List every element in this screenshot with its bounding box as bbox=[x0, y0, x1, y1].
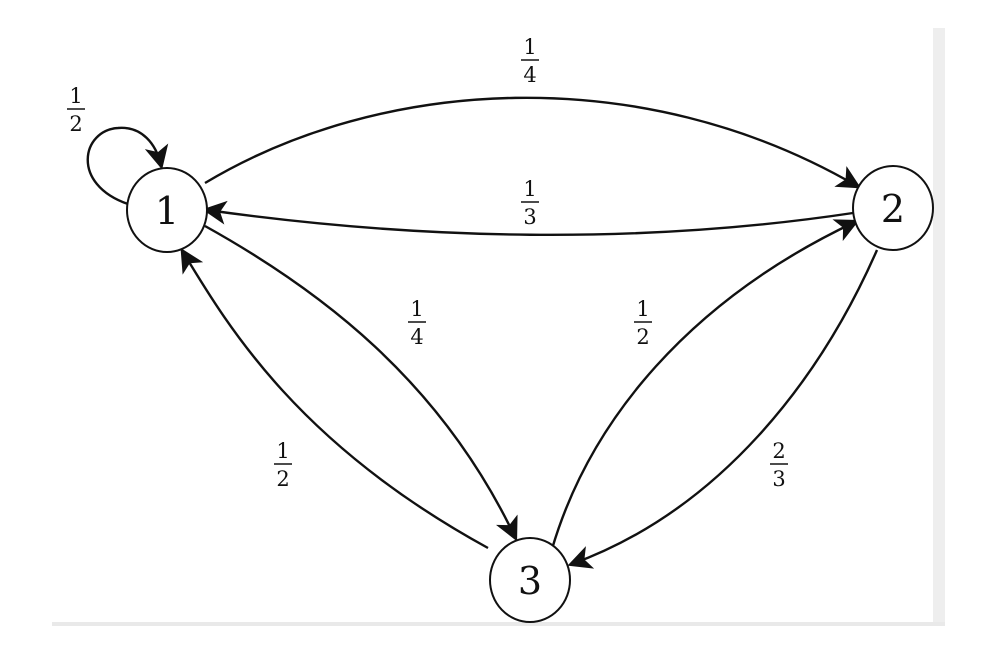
fraction-denominator: 3 bbox=[772, 467, 785, 491]
state-label-1: 1 bbox=[155, 189, 179, 233]
edge-2-to-3 bbox=[567, 249, 879, 569]
canvas-shadow-bottom bbox=[52, 622, 945, 626]
fraction-numerator: 1 bbox=[69, 84, 82, 108]
edge-1-to-3 bbox=[204, 224, 518, 542]
edge-1-to-1 bbox=[86, 126, 169, 206]
fraction-numerator: 2 bbox=[772, 439, 785, 463]
fraction-numerator: 1 bbox=[410, 297, 423, 321]
state-label-2: 2 bbox=[881, 187, 905, 231]
edge-3-to-2 bbox=[550, 219, 860, 550]
edge-2-to-1 bbox=[202, 200, 854, 237]
canvas-shadow-right bbox=[933, 28, 945, 624]
edge-3-to-1 bbox=[180, 247, 489, 550]
edge-label-2-to-3: 2 3 bbox=[770, 439, 788, 491]
edge-label-3-to-1: 1 2 bbox=[274, 439, 292, 491]
edge-label-2-to-1: 1 3 bbox=[521, 177, 539, 229]
fraction-denominator: 4 bbox=[523, 63, 536, 87]
fraction-numerator: 1 bbox=[523, 35, 536, 59]
state-node-3: 3 bbox=[489, 537, 571, 623]
edge-label-1-to-3: 1 4 bbox=[408, 297, 426, 349]
edge-labels: 1 2 1 4 1 3 1 4 1 2 bbox=[67, 35, 788, 491]
edge-label-3-to-2: 1 2 bbox=[634, 297, 652, 349]
fraction-denominator: 4 bbox=[410, 325, 423, 349]
fraction-numerator: 1 bbox=[276, 439, 289, 463]
fraction-denominator: 2 bbox=[69, 112, 82, 136]
edge-1-to-2 bbox=[204, 96, 862, 189]
state-node-2: 2 bbox=[852, 165, 934, 251]
edge-label-1-to-1: 1 2 bbox=[67, 84, 85, 136]
state-node-1: 1 bbox=[126, 167, 208, 253]
fraction-numerator: 1 bbox=[636, 297, 649, 321]
fraction-denominator: 2 bbox=[276, 467, 289, 491]
nodes: 1 2 3 bbox=[126, 165, 934, 623]
fraction-denominator: 3 bbox=[523, 205, 536, 229]
edge-label-1-to-2: 1 4 bbox=[521, 35, 539, 87]
state-label-3: 3 bbox=[518, 559, 542, 603]
fraction-numerator: 1 bbox=[523, 177, 536, 201]
fraction-denominator: 2 bbox=[636, 325, 649, 349]
edges bbox=[86, 96, 879, 569]
